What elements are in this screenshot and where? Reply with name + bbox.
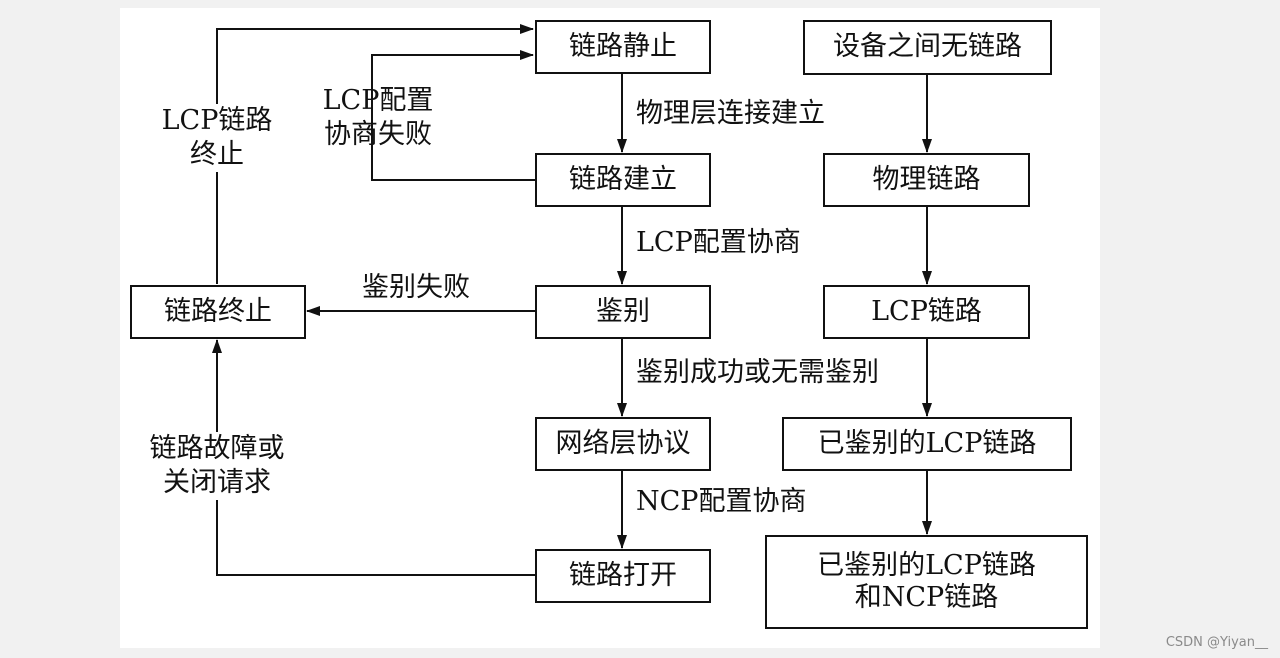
lcp-link-label: LCP链路	[871, 295, 982, 327]
lcp-terminate-label: LCP链路 终止	[155, 104, 279, 172]
authenticated-lcp-link-label: 已鉴别的LCP链路	[817, 427, 1037, 459]
network-layer-label: 网络层协议	[555, 427, 691, 459]
no-link-box: 设备之间无链路	[803, 20, 1052, 75]
link-terminate-box: 链路终止	[130, 285, 306, 339]
link-open-box: 链路打开	[535, 549, 711, 603]
failure-line2: 关闭请求	[163, 466, 271, 498]
no-link-label: 设备之间无链路	[833, 31, 1022, 63]
lcp-fail-line1: LCP配置	[322, 85, 434, 116]
authenticate-box: 鉴别	[535, 285, 711, 339]
lcp-terminate-line2: 终止	[190, 138, 244, 170]
link-open-label: 链路打开	[569, 559, 677, 591]
lcp-fail-line2: 协商失败	[324, 118, 432, 150]
physical-link-box: 物理链路	[823, 153, 1030, 207]
authenticate-label: 鉴别	[596, 295, 650, 327]
link-establish-box: 链路建立	[535, 153, 711, 207]
auth-fail-label: 鉴别失败	[362, 272, 470, 303]
physical-link-label: 物理链路	[872, 163, 981, 195]
auth-ok-label: 鉴别成功或无需鉴别	[636, 357, 879, 388]
watermark: CSDN @Yiyan__	[1165, 635, 1268, 650]
physical-connect-label: 物理层连接建立	[636, 98, 825, 129]
lcp-negotiate-label: LCP配置协商	[636, 227, 801, 258]
lcp-terminate-line1: LCP链路	[161, 105, 273, 136]
ncp-negotiate-label: NCP配置协商	[636, 486, 807, 517]
lcp-fail-label: LCP配置 协商失败	[316, 84, 440, 152]
link-terminate-label: 链路终止	[164, 295, 272, 327]
authenticated-lcp-ncp-link-line1: 已鉴别的LCP链路	[817, 549, 1036, 581]
link-dead-label: 链路静止	[569, 30, 677, 62]
arrow-terminate-to-dead	[216, 24, 534, 284]
arrow-establish-to-dead	[371, 50, 535, 181]
link-establish-label: 链路建立	[569, 163, 677, 195]
network-layer-box: 网络层协议	[535, 417, 711, 471]
failure-line1: 链路故障或	[149, 433, 285, 464]
lcp-link-box: LCP链路	[823, 285, 1030, 339]
arrow-open-to-terminate	[212, 339, 535, 576]
authenticated-lcp-link-box: 已鉴别的LCP链路	[782, 417, 1072, 471]
authenticated-lcp-ncp-link-box: 已鉴别的LCP链路 和NCP链路	[765, 535, 1088, 629]
failure-label: 链路故障或 关闭请求	[136, 432, 298, 500]
link-dead-box: 链路静止	[535, 20, 711, 74]
authenticated-lcp-ncp-link-line2: 和NCP链路	[854, 582, 999, 613]
